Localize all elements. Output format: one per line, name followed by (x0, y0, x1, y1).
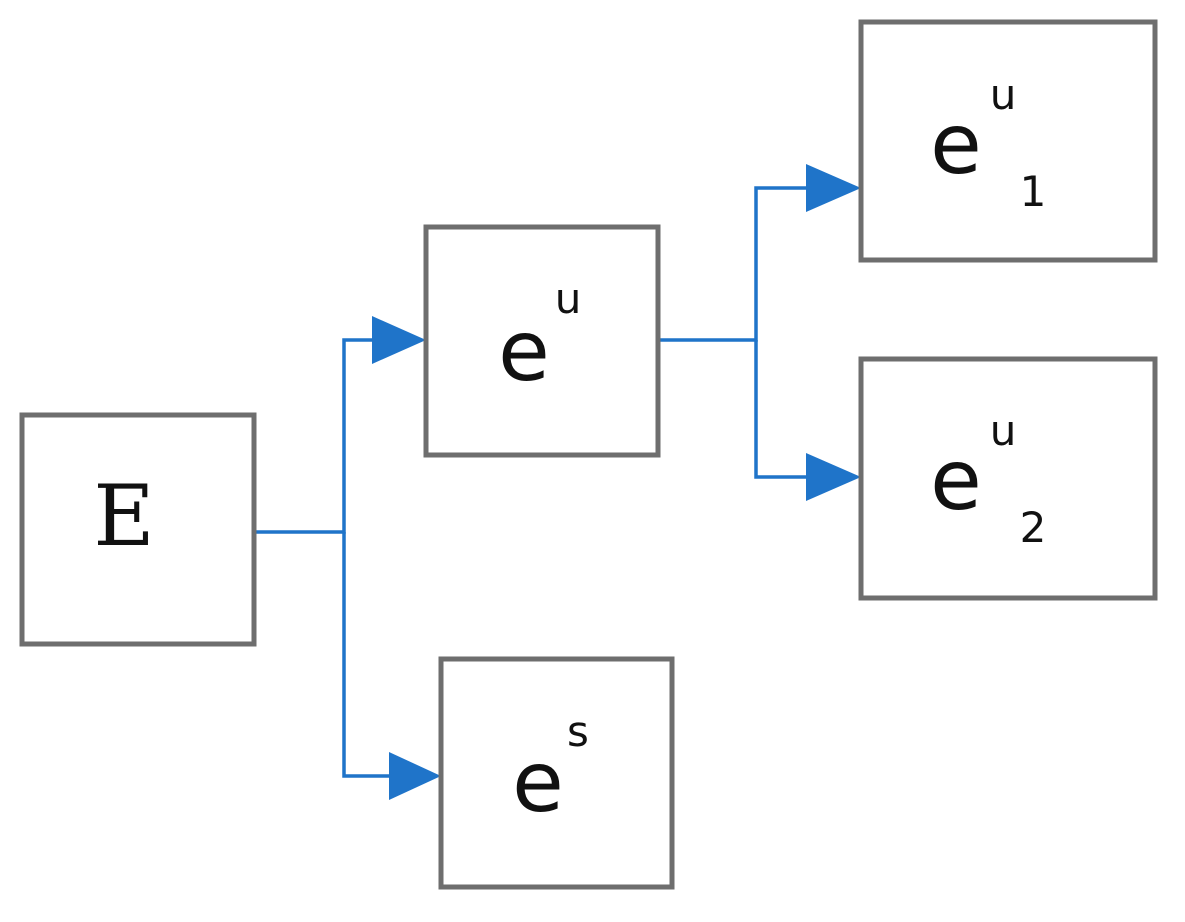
arrowhead-eu1 (806, 164, 861, 212)
arrowhead-eu2 (806, 453, 861, 501)
node-es-box (438, 656, 675, 890)
node-E-label: E (93, 467, 154, 565)
node-eu-box (423, 224, 661, 458)
node-eu2-box (858, 356, 1158, 601)
edge-eu-to-eu1 (658, 186, 806, 342)
arrowhead-eu (372, 316, 426, 364)
node-eu1-label: e (930, 95, 982, 193)
edge-eu-to-eu2 (754, 340, 806, 479)
node-eu2: e u 2 (858, 356, 1158, 601)
edges (254, 164, 861, 800)
node-eu2-subscript: 2 (1020, 503, 1047, 552)
edge-E-to-es (342, 532, 389, 778)
node-E-box (19, 412, 257, 647)
node-es-superscript: s (567, 707, 589, 756)
node-eu1: e u 1 (858, 19, 1158, 263)
node-eu1-box (858, 19, 1158, 263)
node-eu-superscript: u (555, 274, 582, 323)
node-eu1-superscript: u (990, 70, 1017, 119)
node-eu: e u (423, 224, 661, 458)
node-eu2-superscript: u (990, 406, 1017, 455)
edge-E-to-eu (254, 338, 372, 534)
node-es-label: e (512, 733, 564, 831)
node-eu1-subscript: 1 (1020, 167, 1047, 216)
node-eu-label: e (498, 302, 550, 400)
node-E: E (19, 412, 257, 647)
arrowhead-es (389, 752, 441, 800)
node-es: e s (438, 656, 675, 890)
node-eu2-label: e (930, 431, 982, 529)
